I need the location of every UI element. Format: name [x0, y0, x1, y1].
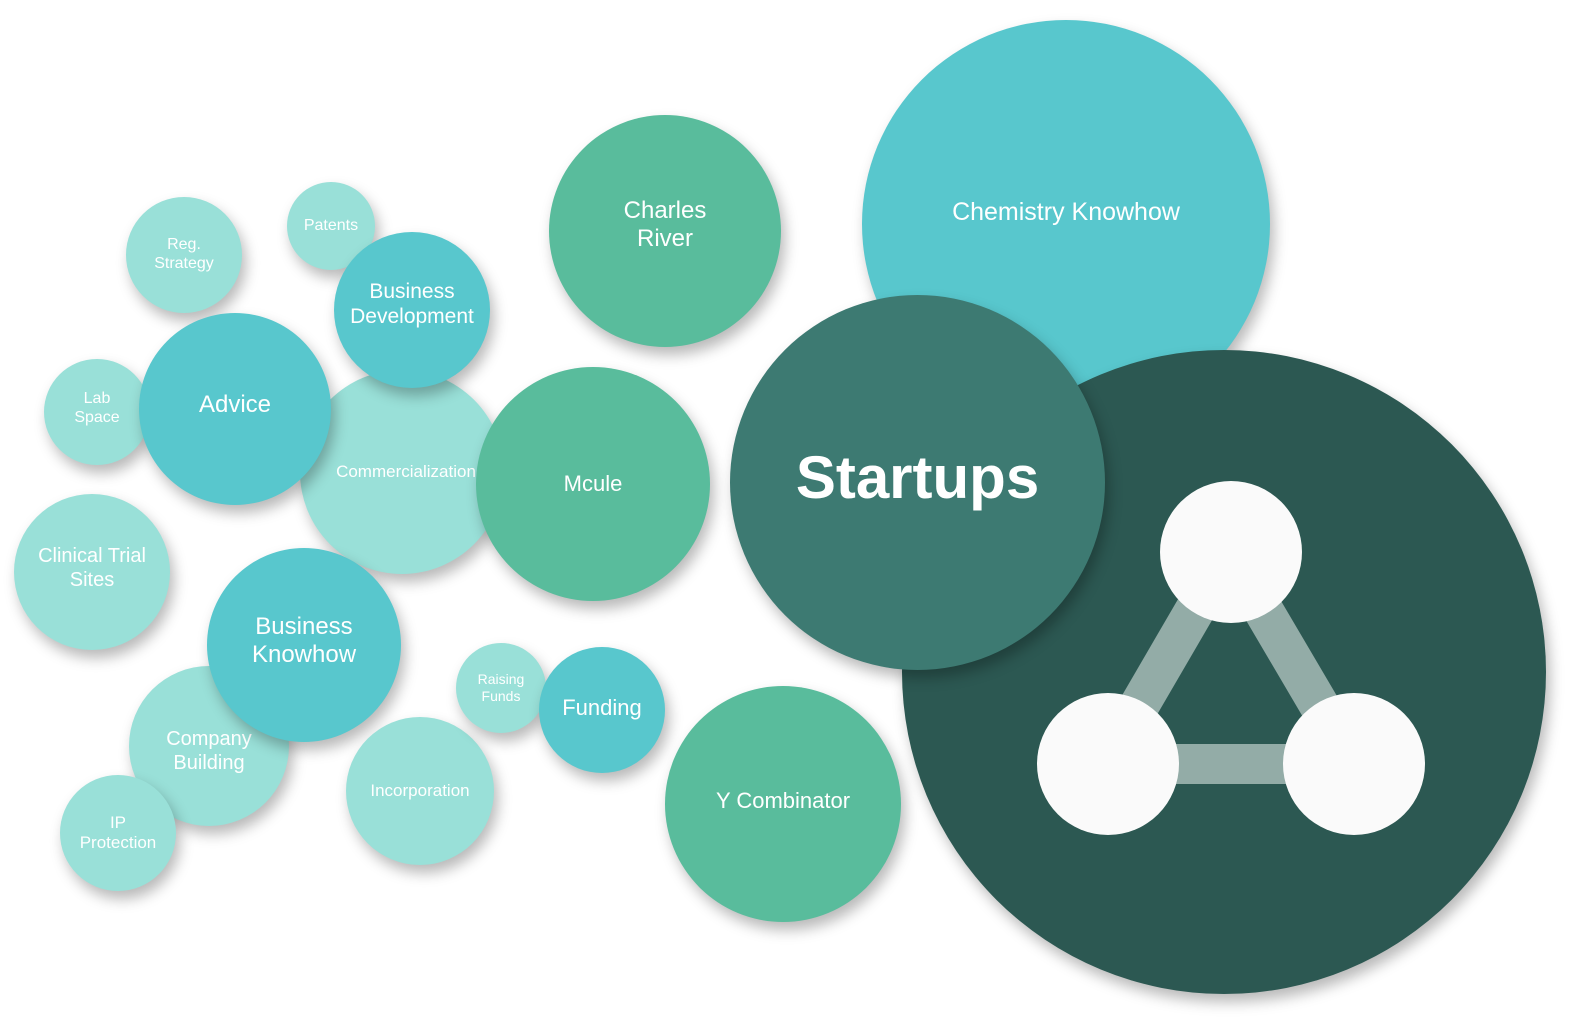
bubble-label: Charles River — [623, 196, 707, 252]
bubble-startups: Startups — [730, 295, 1105, 670]
bubble-label: Commercialization — [336, 461, 476, 481]
bubble-business-knowhow: Business Knowhow — [207, 548, 401, 742]
bubble-label: Business Knowhow — [251, 612, 357, 668]
bubble-label: Chemistry Knowhow — [952, 198, 1180, 226]
bubble-advice: Advice — [139, 313, 331, 505]
bubble-label: Raising Funds — [477, 671, 525, 704]
bubble-incorporation: Incorporation — [346, 717, 494, 865]
bubble-clinical-trial-sites: Clinical Trial Sites — [14, 494, 170, 650]
bubble-label: Patents — [303, 216, 359, 234]
bubble-label: Lab Space — [74, 390, 120, 426]
bubble-label: Reg. Strategy — [154, 236, 214, 272]
bubble-label: Incorporation — [370, 780, 470, 800]
bubble-label: Business Development — [350, 280, 474, 328]
bubble-label: Company Building — [166, 728, 252, 774]
bubble-raising-funds: Raising Funds — [456, 643, 546, 733]
bubble-label: Y Combinator — [715, 788, 851, 814]
bubble-logo — [902, 350, 1546, 994]
bubble-label: Advice — [198, 390, 272, 418]
bubble-label: IP Protection — [79, 812, 157, 852]
bubble-commercialization: Commercialization — [300, 370, 504, 574]
bubble-lab-space: Lab Space — [44, 359, 150, 465]
bubble-label: Funding — [562, 695, 642, 721]
bubble-funding: Funding — [539, 647, 665, 773]
molecule-network-icon — [1037, 481, 1425, 835]
bubble-label: Clinical Trial Sites — [38, 545, 146, 591]
bubble-label: Startups — [795, 444, 1040, 512]
bubble-label: Mcule — [563, 471, 623, 497]
bubble-y-combinator: Y Combinator — [665, 686, 901, 922]
bubble-charles-river: Charles River — [549, 115, 781, 347]
bubble-reg-strategy: Reg. Strategy — [126, 197, 242, 313]
bubble-mcule: Mcule — [476, 367, 710, 601]
bubble-ip-protection: IP Protection — [60, 775, 176, 891]
bubble-business-development: Business Development — [334, 232, 490, 388]
